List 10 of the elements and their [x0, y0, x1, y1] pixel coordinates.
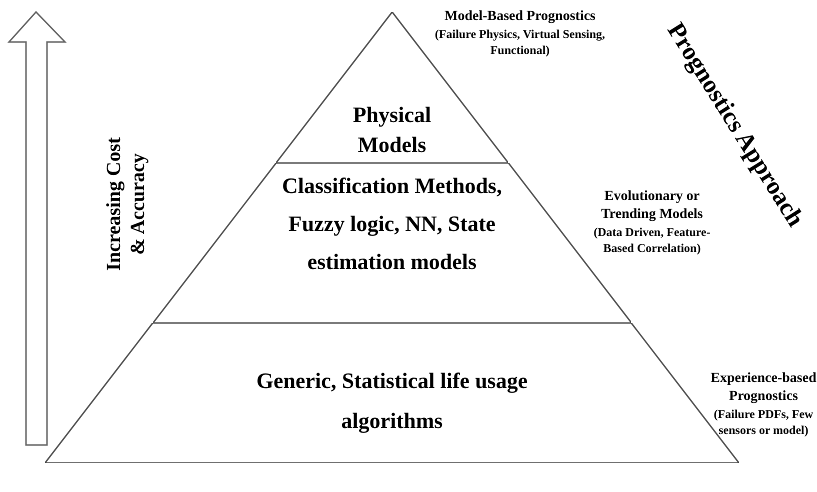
tier-text: Generic, Statistical life usage algorithms	[255, 367, 529, 435]
approach-heading: Experience-based Prognostics	[710, 370, 817, 406]
approach-heading: Model-Based Prognostics	[444, 8, 596, 26]
approach-detail: (Failure Physics, Virtual Sensing, Functional)	[434, 26, 606, 58]
tier-text: Classification Methods, Fuzzy logic, NN, State estimation models	[280, 172, 503, 276]
approach-detail: (Failure PDFs, Few sensors or model)	[712, 406, 814, 438]
approach-detail: (Data Driven, Feature-Based Correlation)	[592, 224, 712, 256]
approach-heading: Evolutionary or Trending Models	[600, 188, 704, 224]
axis-label: Increasing Cost & Accuracy	[102, 136, 150, 273]
tier-text: Physical Models	[352, 101, 432, 159]
